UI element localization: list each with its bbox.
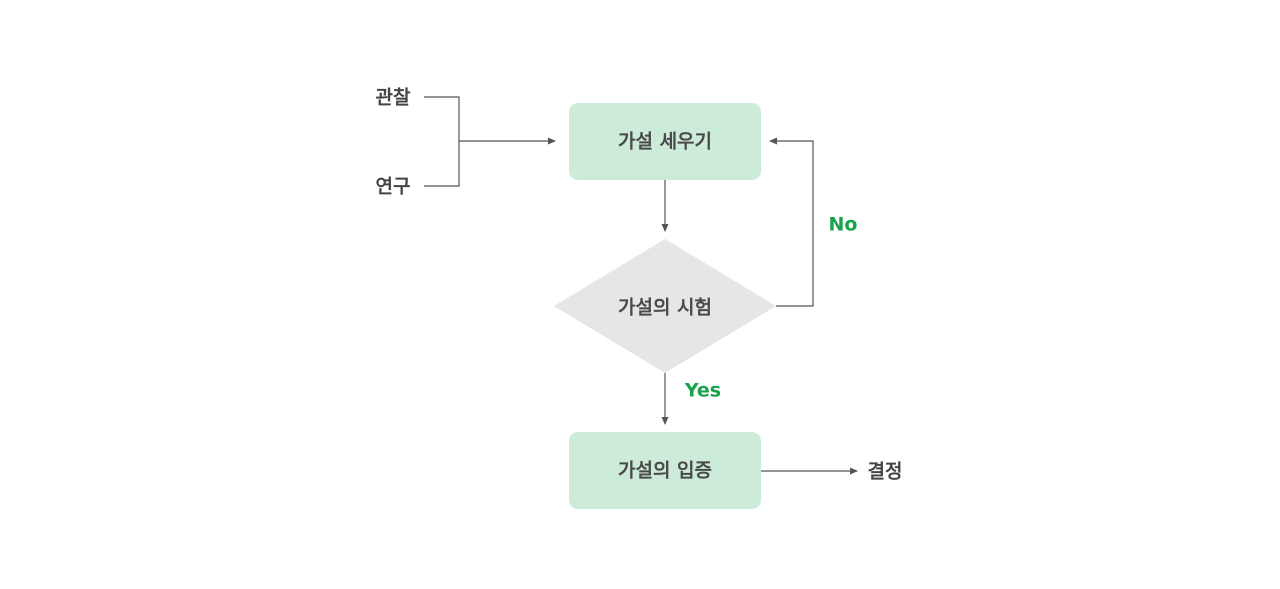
verify-node — [569, 432, 761, 509]
hypothesis-node — [569, 103, 761, 180]
test-node-label: 가설의 시험 — [617, 296, 713, 319]
verify-node-label: 가설의 입증 — [617, 459, 713, 482]
test-decision-node — [554, 239, 776, 373]
observation-label: 관찰 — [375, 86, 411, 109]
yes-branch-label: Yes — [684, 379, 722, 402]
no-branch-label: No — [828, 213, 858, 236]
input-bracket-connector — [424, 96, 460, 187]
no-loop-arrow — [769, 137, 814, 307]
research-label: 연구 — [375, 175, 411, 198]
decision-label: 결정 — [867, 460, 903, 483]
hypothesis-node-label: 가설 세우기 — [617, 130, 713, 153]
